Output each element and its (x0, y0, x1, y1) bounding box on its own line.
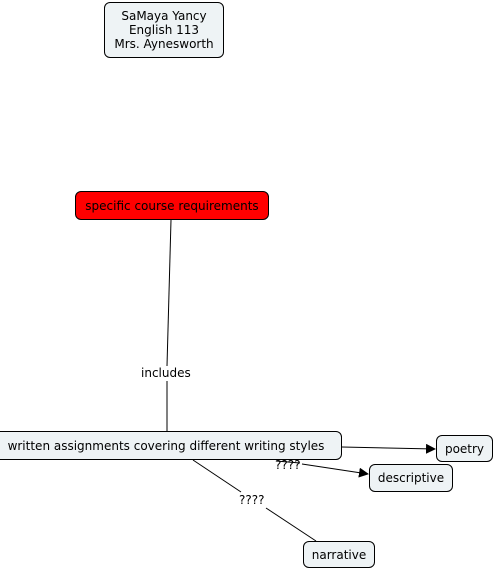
poetry-label: poetry (444, 441, 485, 456)
arrow-written-to-poetry (341, 443, 436, 454)
descriptive-node[interactable]: descriptive (369, 464, 453, 492)
arrow-label-to-descriptive (301, 463, 369, 478)
course-name: English 113 (128, 23, 200, 37)
link-requirements-to-includes (166, 219, 172, 367)
narrative-label: narrative (311, 547, 367, 562)
descriptive-link-label: ???? (275, 458, 301, 472)
requirements-label: specific course requirements (85, 198, 259, 213)
poetry-node[interactable]: poetry (436, 435, 493, 462)
narrative-link-label: ???? (239, 493, 265, 507)
author-name: SaMaya Yancy (121, 9, 207, 23)
written-assignments-label: written assignments covering different w… (7, 438, 325, 453)
includes-link-label: includes (141, 366, 191, 380)
author-header-node[interactable]: SaMaya Yancy English 113 Mrs. Aynesworth (104, 2, 224, 58)
narrative-node[interactable]: narrative (303, 541, 375, 568)
link-written-to-narrative-label (192, 459, 242, 493)
link-written-to-descriptive-label (275, 460, 301, 464)
written-assignments-node[interactable]: written assignments covering different w… (0, 431, 342, 460)
link-label-to-narrative (265, 507, 317, 542)
descriptive-label: descriptive (377, 471, 445, 485)
requirements-node[interactable]: specific course requirements (75, 191, 269, 220)
instructor-name: Mrs. Aynesworth (114, 37, 214, 51)
